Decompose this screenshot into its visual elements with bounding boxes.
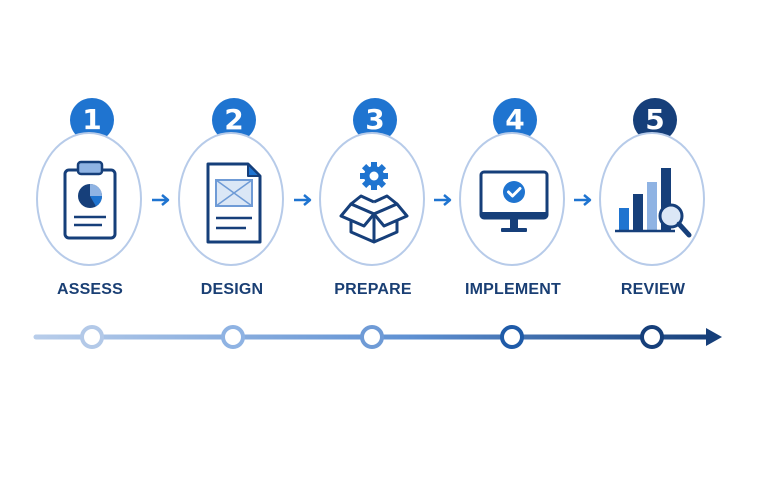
step-label: DESIGN	[200, 281, 264, 298]
timeline-node-5	[640, 325, 664, 349]
step-label: PREPARE	[334, 281, 412, 298]
arrow-right-icon	[434, 194, 452, 206]
step-prepare: 3	[313, 98, 433, 318]
box-gear-icon	[339, 162, 409, 244]
step-card	[319, 132, 425, 266]
timeline-node-3	[360, 325, 384, 349]
step-review: 5 REVIEW	[593, 98, 713, 318]
clipboard-chart-icon	[63, 160, 117, 240]
arrow-right-icon	[152, 194, 170, 206]
timeline-node-2	[221, 325, 245, 349]
arrow-right-icon	[294, 194, 312, 206]
monitor-check-icon	[479, 170, 549, 232]
step-label: ASSESS	[56, 281, 124, 298]
step-number-badge: 4	[493, 98, 537, 142]
bar-chart-magnifier-icon	[615, 168, 692, 238]
step-card	[459, 132, 565, 266]
timeline-node-1	[80, 325, 104, 349]
document-icon	[206, 162, 262, 244]
step-design: 2 DESIGN	[172, 98, 292, 318]
step-card	[178, 132, 284, 266]
timeline-arrowhead-icon	[706, 328, 722, 346]
step-label: REVIEW	[620, 281, 686, 298]
timeline-node-4	[500, 325, 524, 349]
step-label: IMPLEMENT	[464, 281, 562, 298]
step-card	[599, 132, 705, 266]
step-card	[36, 132, 142, 266]
step-assess: 1 ASSESS	[30, 98, 150, 318]
arrow-right-icon	[574, 194, 592, 206]
step-implement: 4 IMPLEMENT	[453, 98, 573, 318]
